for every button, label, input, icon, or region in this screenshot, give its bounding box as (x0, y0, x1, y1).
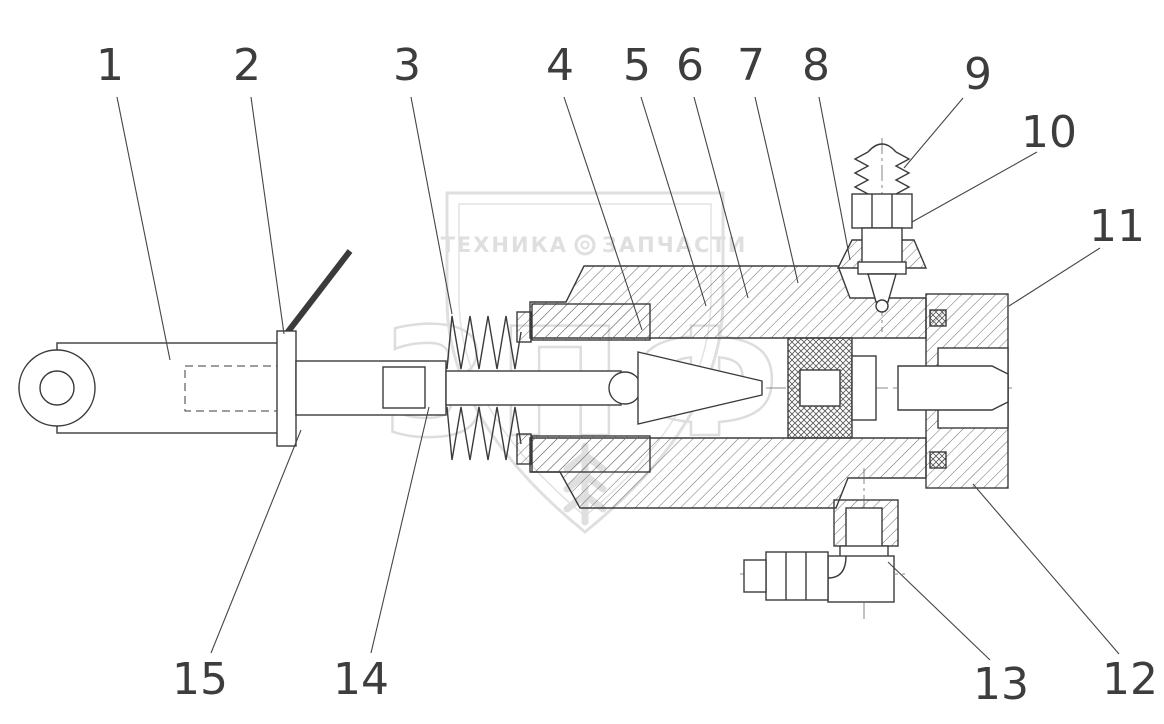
boot-bellows-top (446, 315, 522, 370)
bleeder-knurl-right (894, 151, 911, 195)
lever-pin (284, 249, 353, 335)
part-label-3: 3 (393, 40, 421, 91)
o-ring-top (929, 309, 947, 327)
part-label-5: 5 (623, 40, 651, 91)
boot-bellows-bottom (446, 406, 522, 461)
pushrod-ball-end (608, 371, 642, 405)
piston-retainer (851, 355, 877, 421)
piston-spring-seat (799, 369, 841, 407)
bleeder-knurl-left (853, 151, 870, 195)
part-label-4: 4 (546, 40, 574, 91)
boot-lip-bottom (516, 433, 532, 465)
part-label-8: 8 (802, 40, 830, 91)
gear-icon (574, 234, 596, 256)
part-label-13: 13 (973, 659, 1029, 710)
leader-line-3 (410, 96, 453, 315)
outlet-pipe (897, 365, 1009, 411)
leader-line-10 (911, 151, 1038, 223)
leader-line-7 (754, 96, 799, 284)
leader-line-15 (210, 429, 302, 654)
leader-line-11 (1008, 247, 1101, 307)
pushrod-tip-shaft (445, 370, 622, 406)
leader-line-12 (972, 483, 1120, 655)
part-label-11: 11 (1089, 201, 1145, 252)
pushrod-hidden-detail (184, 365, 290, 412)
part-label-15: 15 (172, 654, 228, 705)
watermark-text-left: ТЕХНИКА (441, 233, 568, 257)
elbow-inner-arc (827, 555, 847, 579)
bleeder-collar (857, 261, 907, 275)
boot-lip-top (516, 311, 532, 343)
bleeder-check-ball (875, 299, 889, 313)
elbow-nipple (743, 559, 767, 593)
rod-block (382, 366, 426, 409)
flange-washer (276, 330, 297, 447)
leader-line-8 (818, 96, 851, 261)
bleeder-seat-cone (867, 273, 897, 303)
leader-line-2 (250, 96, 285, 335)
leader-line-4 (563, 96, 643, 331)
valve-cone (637, 351, 763, 425)
leader-line-6 (693, 96, 749, 299)
leader-line-14 (370, 406, 430, 654)
leader-lines (116, 96, 1120, 661)
part-label-10: 10 (1021, 107, 1077, 158)
part-label-6: 6 (676, 40, 704, 91)
elbow-body (827, 555, 895, 603)
bleeder-hex (851, 193, 913, 229)
leader-line-9 (903, 97, 964, 169)
assembly-drawing (18, 138, 1012, 620)
o-ring-bottom (929, 451, 947, 469)
rod-eye-inner (39, 370, 75, 406)
guide-sleeve-top (531, 303, 651, 341)
part-label-14: 14 (333, 654, 389, 705)
part-label-9: 9 (964, 49, 992, 100)
watermark-shield-outer (445, 191, 725, 534)
bleeder-dome (867, 143, 897, 153)
leader-line-5 (640, 96, 707, 307)
part-label-12: 12 (1102, 654, 1158, 705)
elbow-hex (765, 551, 829, 601)
part-label-7: 7 (737, 40, 765, 91)
watermark-text-right: ЗАПЧАСТИ (602, 233, 747, 257)
leader-line-1 (116, 96, 171, 361)
part-labels: 1 2 3 4 5 6 7 8 9 10 11 12 13 14 15 (96, 40, 1158, 710)
part-label-2: 2 (233, 40, 261, 91)
part-label-1: 1 (96, 40, 124, 91)
leader-line-13 (887, 561, 991, 661)
guide-sleeve-bottom (531, 435, 651, 473)
